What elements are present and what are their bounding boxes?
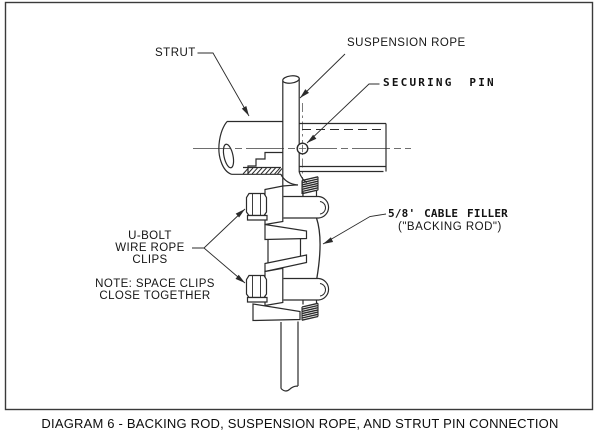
rope-mid-edges — [267, 238, 302, 263]
section-hatching — [242, 167, 283, 175]
rope-broken-end — [280, 385, 299, 392]
u-bolt-arrowhead-upper — [235, 209, 245, 218]
figure-caption: DIAGRAM 6 - BACKING ROD, SUSPENSION ROPE… — [41, 416, 559, 431]
clip1-saddle-wedge — [264, 223, 308, 241]
clip1-nut-facets — [252, 193, 261, 216]
wire-rope-clip-1 — [245, 185, 330, 241]
rope-lower-edges — [280, 321, 299, 389]
break-line-steps — [247, 151, 283, 174]
clip1-loop-inner — [319, 201, 326, 215]
top-coil-threads — [301, 176, 319, 195]
label-u-bolt-line3: CLIPS — [132, 254, 168, 266]
label-suspension-rope: SUSPENSION ROPE — [347, 37, 466, 49]
cable-filler-leader — [322, 213, 387, 245]
frame-border — [4, 1, 594, 411]
label-note: NOTE: SPACE CLIPS CLOSE TOGETHER — [75, 278, 235, 302]
u-bolt-arrowhead-lower — [235, 274, 245, 283]
strut-wall-ellipse — [222, 143, 235, 169]
suspension-rope-graphic — [267, 75, 302, 392]
label-strut: STRUT — [155, 47, 196, 59]
label-backing-rod: ("BACKING ROD") — [398, 221, 502, 233]
clip1-saddle-plate — [264, 185, 284, 226]
cable-filler-arrowhead — [323, 237, 334, 244]
clip2-saddle-wedge-top — [264, 254, 308, 273]
suspension-rope-arrowhead — [300, 89, 309, 98]
leader-lines — [192, 52, 387, 284]
securing-pin-leader — [306, 83, 380, 144]
clip2-saddle-plate — [264, 267, 284, 307]
clip1-hex-nut — [245, 192, 268, 217]
label-cable-filler: 5/8' CABLE FILLER — [388, 207, 508, 220]
strut-leader — [197, 52, 250, 117]
clip2-washer — [246, 296, 268, 303]
label-note-line1: NOTE: SPACE CLIPS — [95, 278, 215, 290]
label-u-bolt-line2: WIRE ROPE — [115, 242, 185, 254]
clip2-loop-inner — [319, 283, 326, 297]
pin-cross — [298, 144, 307, 153]
arrowheads — [235, 89, 334, 283]
clip1-u-bolt-loop — [283, 195, 330, 219]
strut-graphic — [218, 120, 387, 187]
backing-rod-graphic — [301, 176, 321, 321]
rope-top-cap — [282, 75, 300, 84]
suspension-rope-leader — [299, 53, 346, 99]
rod-upper-stub — [302, 190, 318, 197]
clip2-saddle-wedge-bottom — [252, 303, 301, 322]
strut-open-end — [218, 121, 232, 175]
clip2-nut-facets — [252, 275, 261, 298]
label-u-bolt-clips: U-BOLT WIRE ROPE CLIPS — [80, 230, 220, 266]
wire-rope-clip-2 — [245, 254, 330, 322]
label-note-line2: CLOSE TOGETHER — [99, 290, 211, 302]
clip1-washer — [246, 214, 268, 221]
clip2-hex-nut — [245, 274, 268, 299]
clip2-u-bolt-loop — [283, 277, 330, 301]
securing-pin-arrowhead — [307, 134, 317, 143]
label-securing-pin: SECURING PIN — [383, 76, 496, 89]
strut-bottom-right — [299, 165, 386, 173]
rod-bulge-edge — [315, 217, 321, 279]
label-u-bolt-line1: U-BOLT — [128, 230, 172, 242]
strut-arrowhead — [241, 106, 249, 116]
securing-pin-graphic — [296, 142, 309, 155]
bottom-coil-threads — [301, 302, 319, 321]
